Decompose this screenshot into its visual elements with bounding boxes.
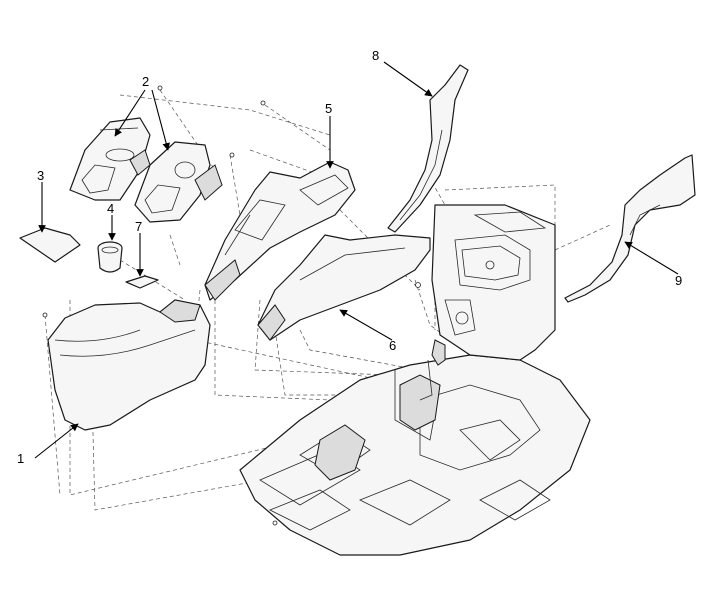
small-cover-plate: [125, 275, 159, 289]
main-console-body: [204, 100, 356, 301]
callout-7: 7: [135, 219, 142, 234]
callout-3: 3: [37, 168, 44, 183]
console-upper-trim-b: [134, 85, 223, 223]
callout-6: 6: [389, 338, 396, 353]
callout-4: 4: [107, 201, 114, 216]
cup-holder-insert: [97, 241, 123, 273]
console-upper-trim-a: [69, 117, 151, 201]
callout-2: 2: [142, 74, 149, 89]
vertical-trim-right: [564, 154, 696, 303]
vertical-trim-left: [387, 64, 469, 233]
callout-labels: 1 2 3 4 5 6 7 8 9: [17, 48, 682, 466]
callout-9: 9: [675, 273, 682, 288]
callout-8: 8: [372, 48, 379, 63]
rear-console-armrest: [42, 299, 211, 431]
callout-1: 1: [17, 451, 24, 466]
callout-5: 5: [325, 101, 332, 116]
dashboard-center-panel: [419, 204, 556, 401]
console-tray-mat: [19, 227, 81, 263]
leader-lines: [34, 61, 679, 459]
vehicle-floor-assembly: [239, 354, 591, 556]
console-side-cover: [257, 234, 431, 341]
